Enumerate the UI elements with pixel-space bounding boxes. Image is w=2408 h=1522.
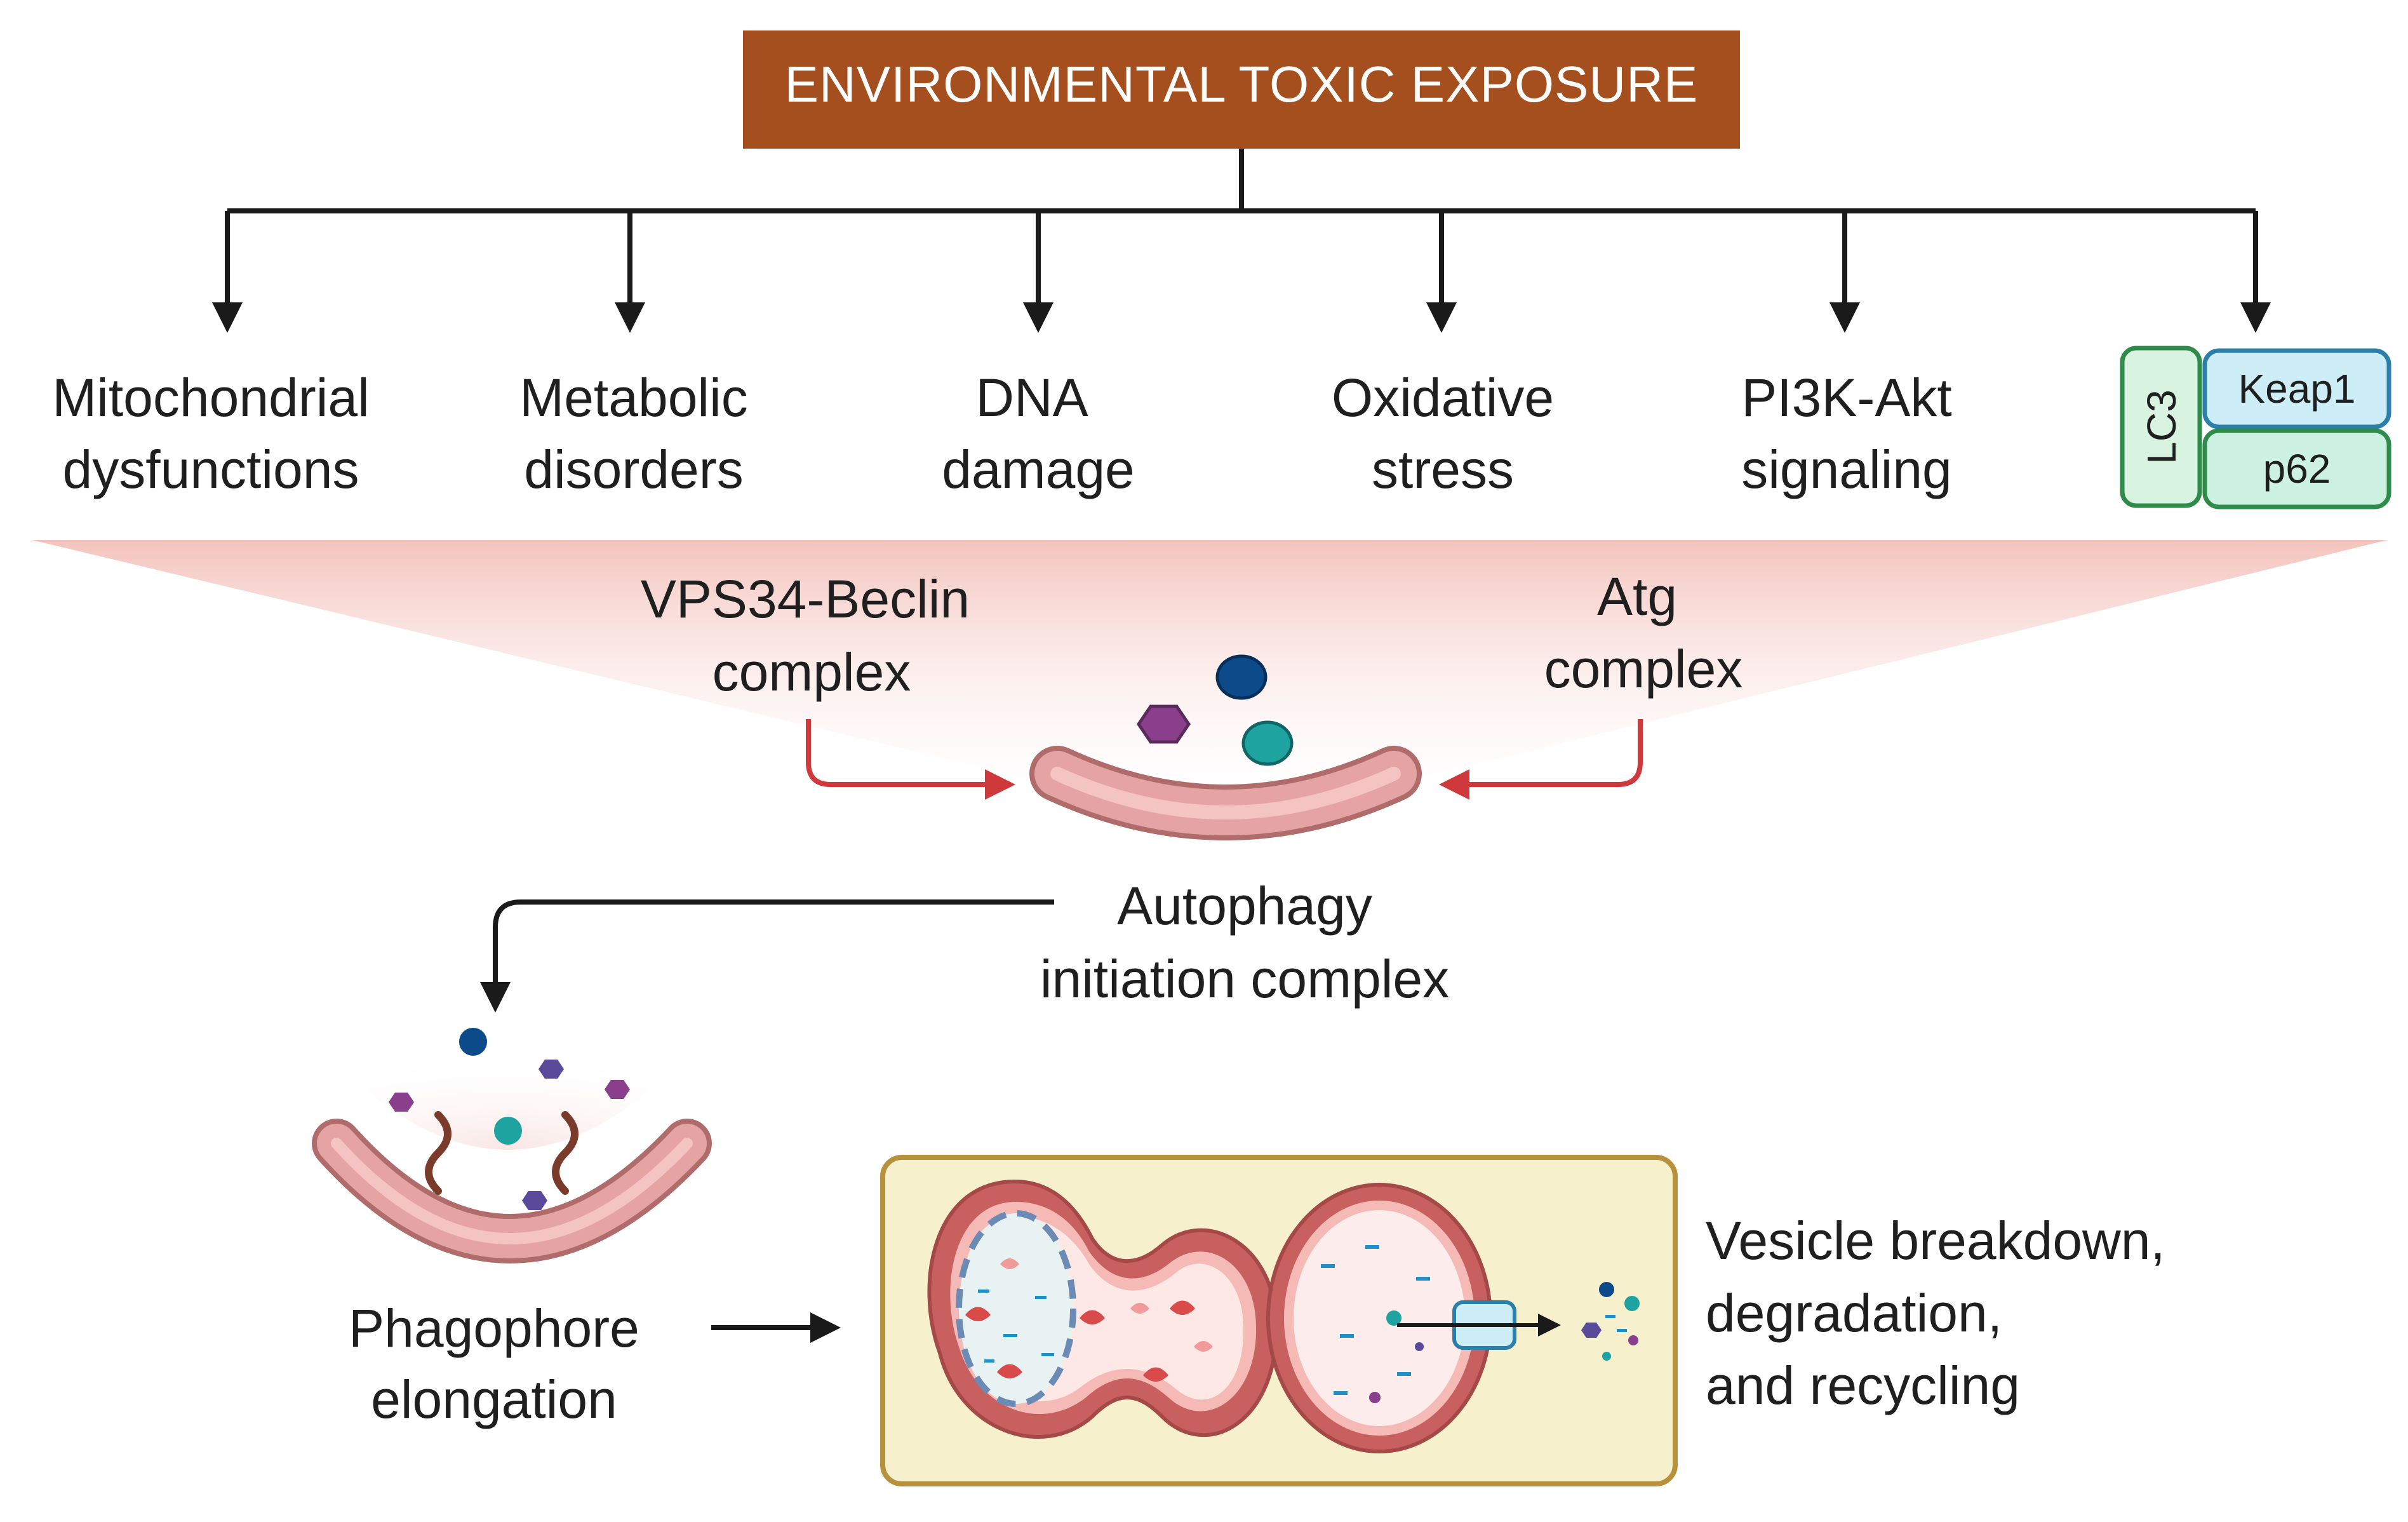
breakdown-line1: Vesicle breakdown, (1706, 1211, 2165, 1270)
p62-label: p62 (2263, 446, 2331, 492)
initiation-line1: Autophagy (1117, 876, 1372, 936)
funnel-shape (32, 540, 2388, 826)
lc3-label: LC3 (2139, 389, 2184, 464)
keap1-label: Keap1 (2238, 366, 2355, 412)
atg-arrow (1439, 719, 1643, 800)
released-products (1581, 1282, 1640, 1361)
vps34-line1: VPS34-Beclin (641, 569, 970, 629)
autolysosome (927, 1179, 1279, 1439)
cup-squiggle-1 (425, 1111, 452, 1195)
cup-squiggle-2 (552, 1111, 579, 1195)
cup-purple-hex-1 (389, 1093, 414, 1112)
vps34-arrow (806, 719, 1015, 800)
cup-navy-dot (459, 1028, 487, 1056)
atg-line1: Atg (1597, 567, 1677, 626)
effect-labels: Mitochondrial dysfunctions Metabolic dis… (52, 368, 1952, 499)
effect-metabolic-line1: Metabolic (519, 368, 748, 428)
lc3-box (2120, 346, 2202, 508)
effect-oxidative-line2: stress (1372, 440, 1514, 499)
phagophore-line1: Phagophore (349, 1298, 639, 1358)
breakdown-line2: degradation, (1706, 1283, 2002, 1343)
cup-teal-dot (494, 1117, 522, 1145)
effect-pi3k-line1: PI3K-Akt (1741, 368, 1951, 428)
vps34-line2: complex (712, 642, 911, 702)
phagophore-cup (312, 1028, 712, 1263)
cup-purple-hex-2 (605, 1080, 630, 1099)
cup-violet-hex-1 (538, 1060, 564, 1079)
navy-molecule (1215, 654, 1268, 700)
atg-line2: complex (1544, 639, 1743, 699)
lysosome-panel (880, 1155, 1678, 1486)
teal-molecule (1241, 720, 1294, 766)
protein-boxes: LC3 Keap1 p62 (2120, 346, 2391, 509)
effect-dna-line1: DNA (975, 368, 1088, 428)
purple-hexagon (1136, 704, 1191, 744)
cup-violet-hex-2 (522, 1191, 547, 1210)
initiation-to-phagophore-arrow (480, 899, 1054, 1013)
phagophore-line2: elongation (371, 1370, 617, 1429)
p62-box (2202, 428, 2391, 509)
initiation-line2: initiation complex (1040, 949, 1449, 1009)
effect-mito-line2: dysfunctions (63, 440, 359, 499)
effect-dna-line2: damage (942, 440, 1135, 499)
title-text: ENVIRONMENTAL TOXIC EXPOSURE (785, 56, 1699, 112)
effect-metabolic-line2: disorders (524, 440, 743, 499)
breakdown-line3: and recycling (1706, 1356, 2020, 1415)
lysosome-right (1266, 1183, 1561, 1453)
effect-oxidative-line1: Oxidative (1332, 368, 1554, 428)
branch-arrows (212, 149, 2271, 333)
effect-mito-line1: Mitochondrial (52, 368, 370, 428)
keap1-box (2202, 348, 2391, 429)
initiation-membrane (1029, 746, 1422, 840)
title-box: ENVIRONMENTAL TOXIC EXPOSURE (743, 30, 1740, 149)
effect-pi3k-line2: signaling (1741, 440, 1952, 499)
